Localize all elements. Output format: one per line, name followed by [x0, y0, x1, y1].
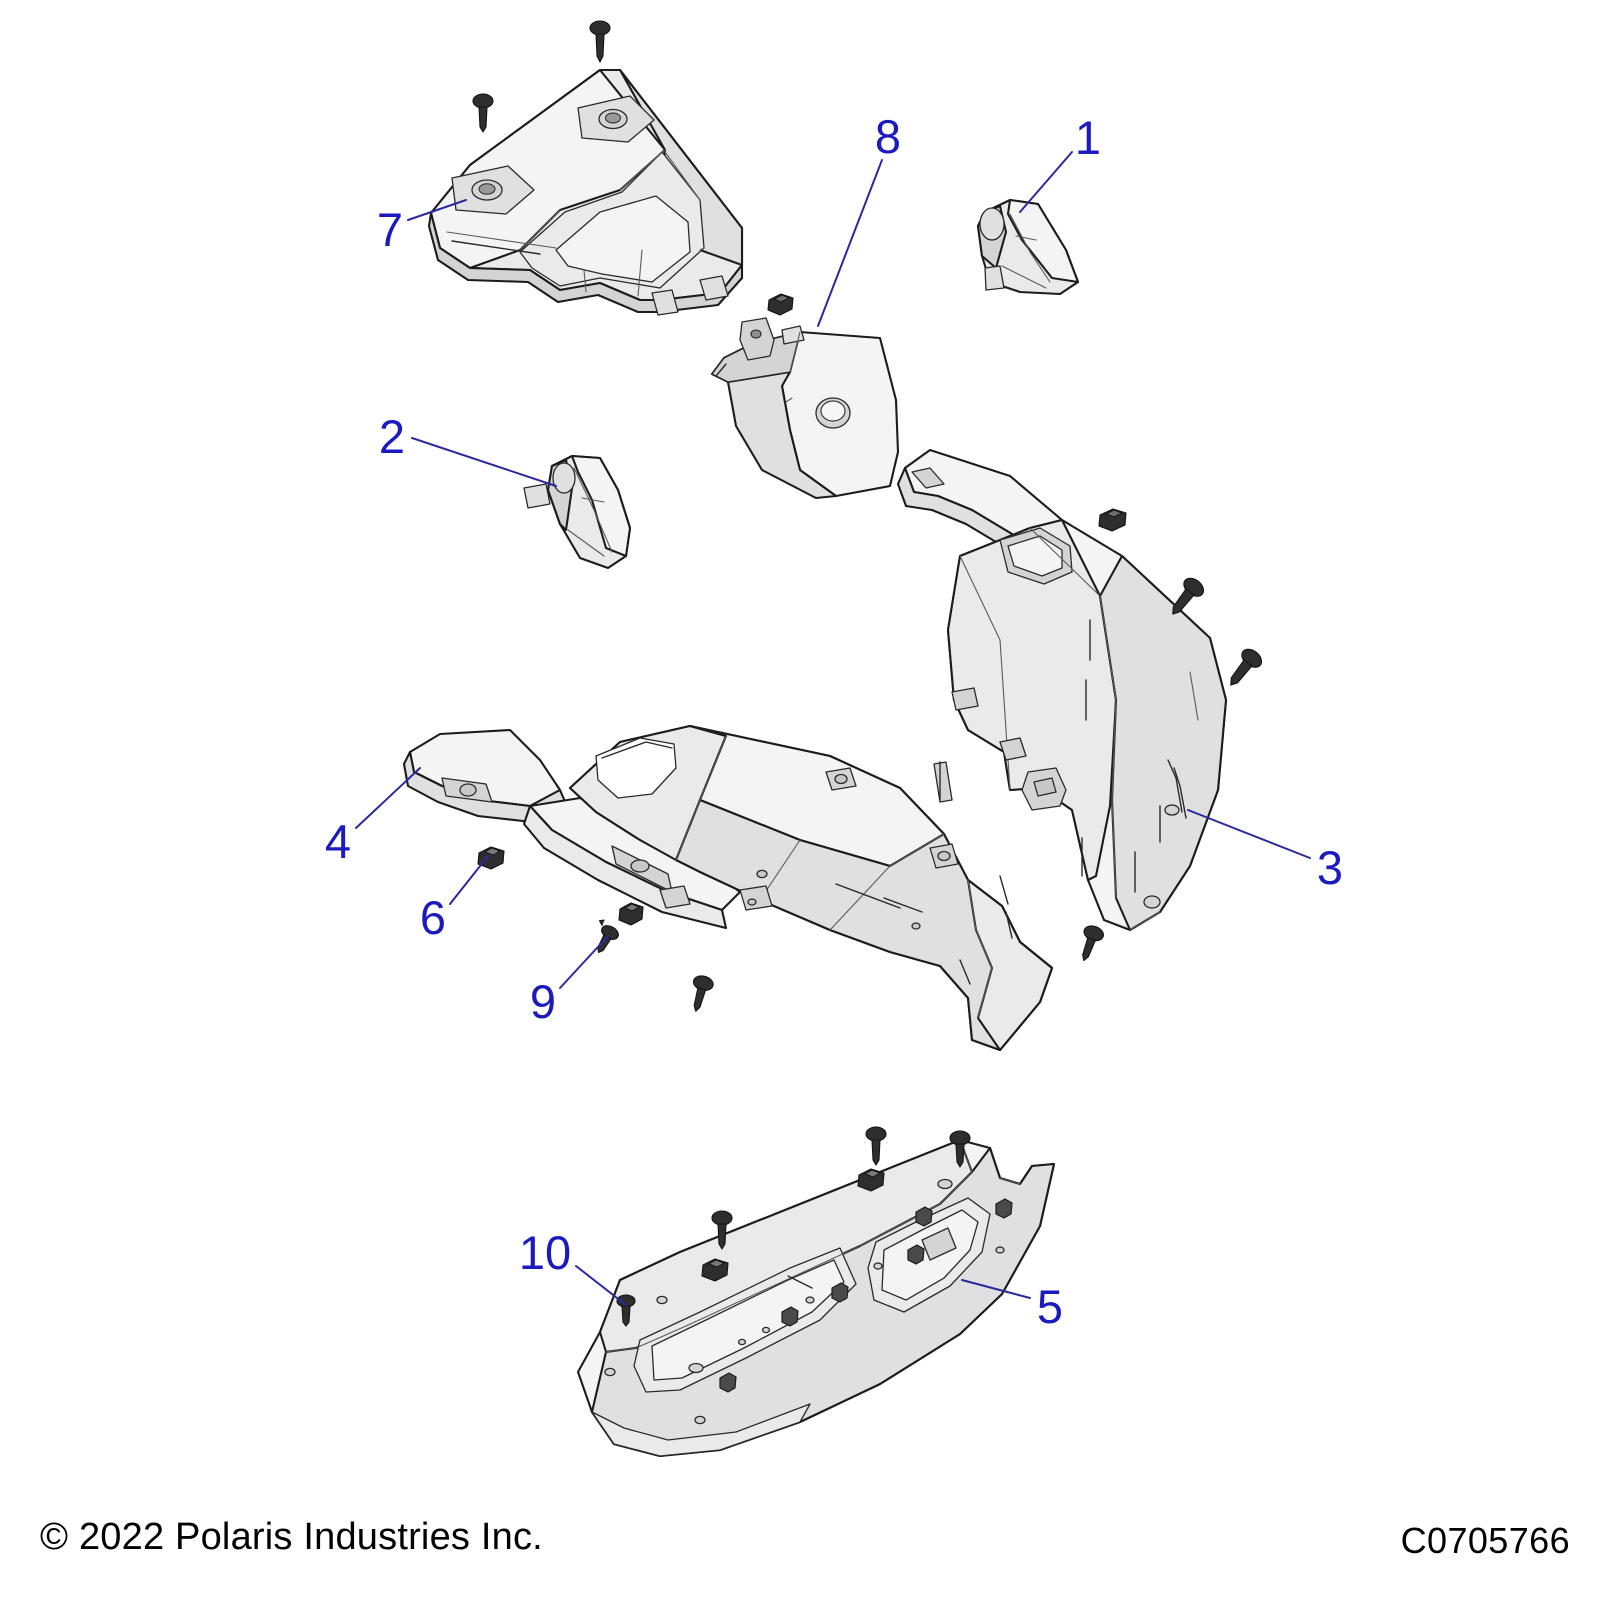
leader-line-3	[1187, 809, 1311, 859]
drawing-number: C0705766	[1400, 1520, 1570, 1561]
copyright-notice: © 2022 Polaris Industries Inc.	[40, 1516, 543, 1558]
screw-icon	[1230, 648, 1263, 686]
clip-icon	[477, 846, 505, 870]
rivet-icon	[616, 1294, 636, 1327]
clip-icon	[857, 1168, 885, 1192]
callout-number-10: 10	[519, 1226, 571, 1279]
callout-number-2: 2	[379, 410, 405, 463]
callout-number-1: 1	[1075, 111, 1101, 164]
callout-numbers: 1 2 3 4 5 6 7 8 9 10	[325, 110, 1343, 1333]
footer: © 2022 Polaris Industries Inc. C0705766	[0, 1480, 1600, 1600]
clip-icon	[701, 1258, 729, 1282]
fasteners-group	[472, 20, 1263, 1327]
callout-number-9: 9	[530, 975, 556, 1028]
part-4-hood-assembly	[402, 724, 1054, 1052]
callout-number-4: 4	[325, 815, 351, 868]
part-8-center-closeoff-panel	[710, 317, 900, 500]
clip-icon	[1098, 508, 1127, 532]
callout-number-6: 6	[420, 891, 446, 944]
leader-line-1	[1019, 151, 1073, 213]
callout-leaders	[355, 151, 1311, 1306]
leader-line-7	[407, 199, 467, 221]
clip-icon	[618, 902, 644, 926]
screw-icon	[1082, 925, 1104, 962]
screw-icon	[1172, 577, 1205, 615]
part-3-side-panel-right	[896, 448, 1228, 932]
screw-icon	[865, 1126, 887, 1166]
leader-line-9	[559, 935, 609, 989]
part-1-vent-scoop-right	[976, 198, 1080, 296]
part-5-front-bumper-skid	[576, 1138, 1056, 1458]
screw-icon	[949, 1130, 971, 1168]
part-2-vent-scoop-left	[523, 454, 632, 570]
leader-line-8	[817, 159, 883, 327]
leader-line-5	[961, 1279, 1031, 1299]
leader-line-6	[449, 855, 489, 905]
rivet-icon	[597, 919, 619, 954]
callout-number-3: 3	[1317, 841, 1343, 894]
callout-number-5: 5	[1037, 1280, 1063, 1333]
leader-line-2	[411, 437, 557, 487]
screw-icon	[711, 1210, 733, 1250]
leader-line-10	[575, 1265, 627, 1306]
callout-number-8: 8	[875, 110, 901, 163]
part-7-console-cover	[427, 68, 744, 316]
screw-icon	[472, 93, 494, 133]
screw-icon	[692, 975, 714, 1012]
clip-icon	[767, 293, 794, 316]
screw-icon	[589, 20, 611, 63]
leader-line-4	[355, 767, 421, 829]
callout-number-7: 7	[377, 203, 403, 256]
